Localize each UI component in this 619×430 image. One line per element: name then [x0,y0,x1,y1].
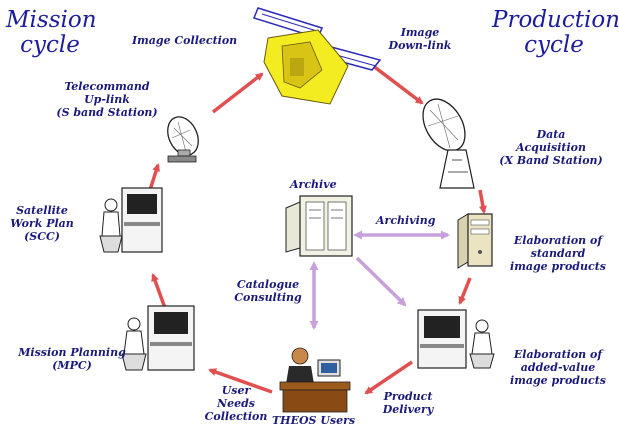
archive-label: Archive [290,178,337,191]
added-value-workstation-icon [417,309,495,369]
data-acquisition-label: Data Acquisition (X Band Station) [496,128,606,167]
user-needs-label: User Needs Collection [204,384,268,423]
telecommand-label: Telecommand Up-link (S band Station) [52,80,162,119]
mpc-workstation-icon [121,305,195,371]
production-cycle-title-line-2: cycle [524,32,584,58]
s-band-antenna-icon [167,116,199,163]
mission-planning-label: Mission Planning (MPC) [16,346,128,372]
mission-cycle-title-line-1: Mission [6,7,97,33]
arrow-archive-added [355,256,407,307]
product-delivery-line-2: Delivery [382,403,434,416]
data-acquisition-line-2: Acquisition [515,141,587,154]
arrow-mpc-to-scc [151,273,167,309]
image-downlink-label: Image Down-link [388,26,452,52]
scc-workstation-icon [99,187,163,253]
telecommand-line-2: Up-link [84,93,130,106]
data-acquisition-line-1: Data [536,128,566,141]
mission-cycle-title-line-2: cycle [20,32,80,58]
elaboration-standard-label: Elaboration of standard image products [500,234,616,273]
elaboration-standard-line-3: image products [510,260,606,273]
arrow-uplink-to-satellite [211,72,264,114]
telecommand-line-1: Telecommand [64,80,150,93]
theos-users-icon [279,347,351,413]
catalogue-consulting-line-1: Catalogue [236,278,300,291]
satellite-icon [253,7,382,105]
catalogue-consulting-line-2: Consulting [234,291,302,304]
cycle-arrows [148,60,487,395]
arrow-users-to-mpc [208,368,273,394]
theos-users-label: THEOS Users [272,414,356,427]
image-downlink-line-1: Image [400,26,440,39]
mission-planning-line-2: (MPC) [52,359,92,372]
satellite-work-plan-line-2: Work Plan [10,217,74,230]
telecommand-line-3: (S band Station) [56,106,158,119]
arrow-scc-to-uplink [148,163,160,191]
arrow-added-to-users [364,360,413,395]
arrow-standard-to-added [458,277,472,305]
satellite-work-plan-line-1: Satellite [16,204,68,217]
archiving-label: Archiving [376,214,436,227]
mission-cycle-title: Mission cycle [6,7,97,58]
satellite-work-plan-line-3: (SCC) [24,230,60,243]
user-needs-line-1: User [221,384,251,397]
elaboration-added-label: Elaboration of added-value image product… [500,348,616,387]
archive-server-icon [285,195,353,257]
catalogue-consulting-label: Catalogue Consulting [228,278,308,304]
image-downlink-line-2: Down-link [388,39,452,52]
arrow-satellite-to-downlink [366,60,424,105]
production-cycle-title: Production cycle [492,7,619,58]
mission-planning-line-1: Mission Planning [18,346,126,359]
x-band-antenna-icon [422,98,475,189]
elaboration-added-line-3: image products [510,374,606,387]
user-needs-line-3: Collection [204,410,268,423]
elaboration-added-line-2: added-value [520,361,596,374]
arrow-xband-to-standard [478,189,487,214]
elaboration-standard-line-1: Elaboration of [513,234,603,247]
archive-arrows [309,230,450,330]
standard-product-server-icon [457,213,493,269]
satellite-work-plan-label: Satellite Work Plan (SCC) [8,204,76,243]
elaboration-standard-line-2: standard [530,247,586,260]
product-delivery-label: Product Delivery [378,390,438,416]
elaboration-added-line-1: Elaboration of [513,348,603,361]
user-needs-line-2: Needs [217,397,255,410]
data-acquisition-line-3: (X Band Station) [499,154,603,167]
image-collection-label: Image Collection [132,34,238,47]
production-cycle-title-line-1: Production [492,7,619,33]
product-delivery-line-1: Product [383,390,433,403]
